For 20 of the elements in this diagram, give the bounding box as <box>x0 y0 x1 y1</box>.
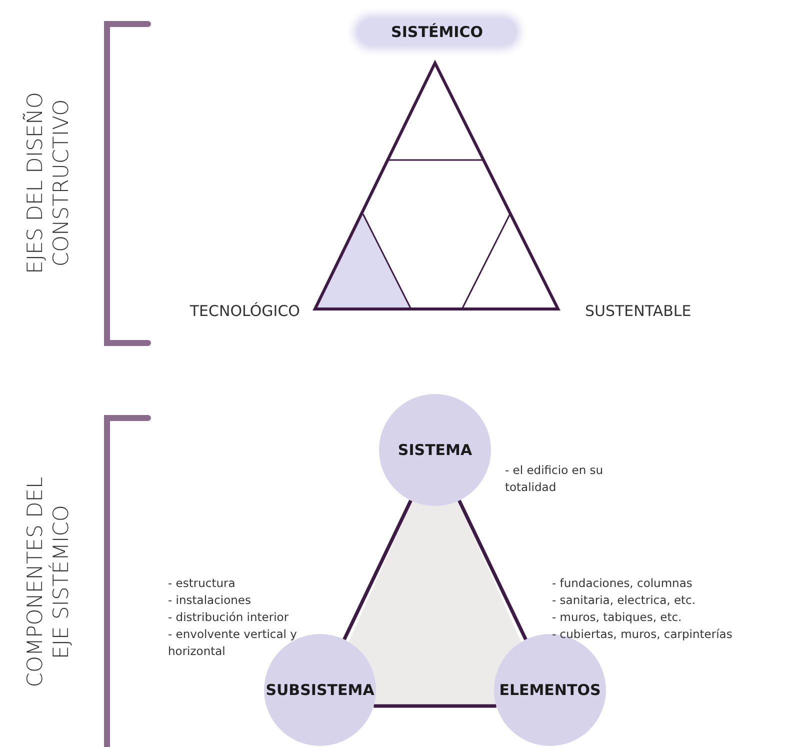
list-item: - envolvente vertical y horizontal <box>168 626 298 660</box>
list-item: - muros, tabiques, etc. <box>552 609 683 626</box>
node-title: SISTEMA <box>398 441 472 459</box>
connector-line <box>374 704 496 708</box>
connector-line <box>458 500 528 640</box>
list-item: - fundaciones, columnas <box>552 575 694 592</box>
heading-band: SISTÉMICO <box>357 18 517 46</box>
node-title: ELEMENTOS <box>499 681 601 699</box>
vertex-label: TECNOLÓGICO <box>188 302 300 320</box>
axis-title: COMPONENTES DEL EJE SISTÉMICO <box>22 476 74 690</box>
list-item: - instalaciones <box>168 592 252 609</box>
list-item: - sanitaria, electrica, etc. <box>552 592 697 609</box>
list-item: - cubiertas, muros, carpinterías <box>552 626 734 643</box>
list-item: - estructura <box>168 575 236 592</box>
list-item: - el edificio en su totalidad <box>505 462 604 496</box>
axis-title: EJES DEL DISEÑO CONSTRUCTIVO <box>22 91 74 276</box>
vertex-label: SUSTENTABLE <box>585 302 692 320</box>
connector-line <box>342 500 412 640</box>
node-title: SUBSISTEMA <box>266 681 374 699</box>
list-item: - distribución interior <box>168 609 290 626</box>
